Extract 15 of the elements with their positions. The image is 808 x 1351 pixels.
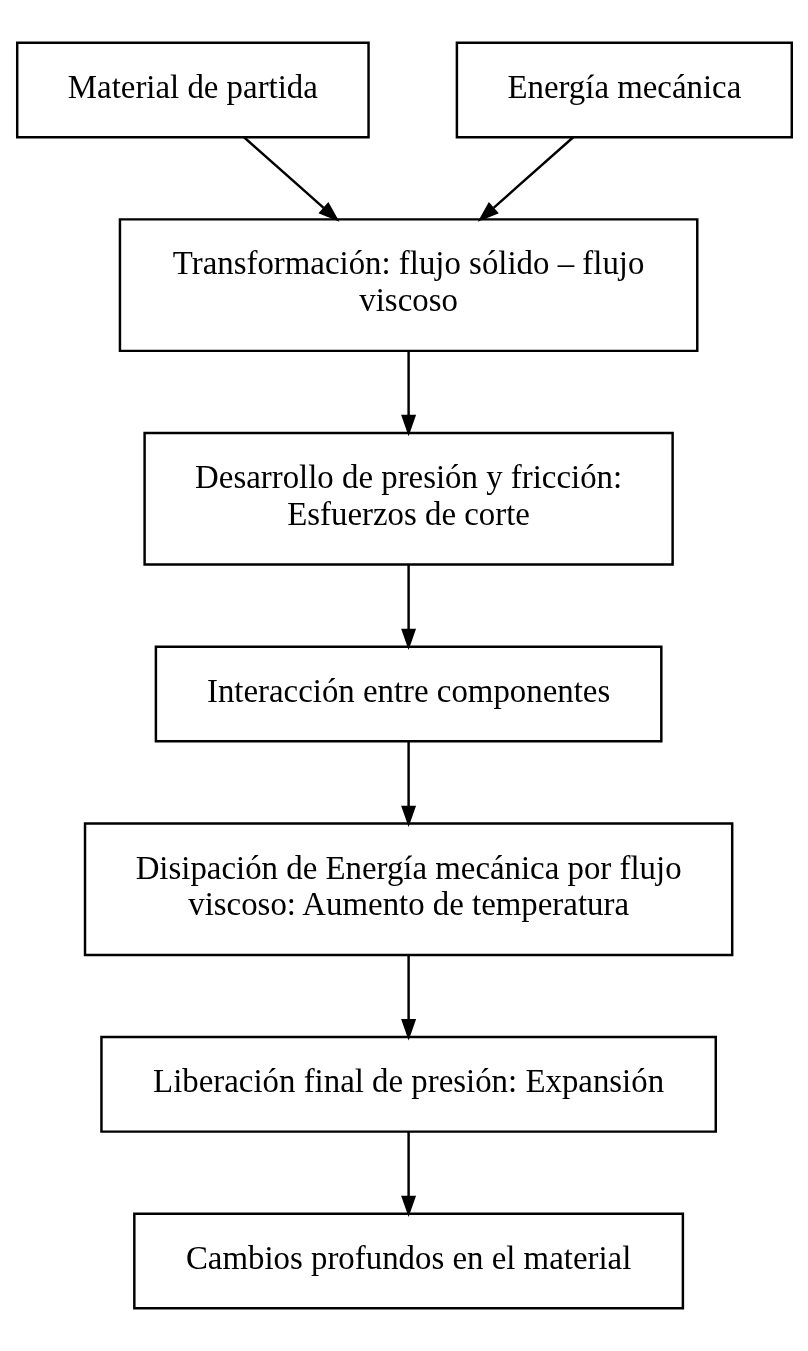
node-box: Liberación final de presión: Expansión — [99, 1035, 717, 1133]
arrow — [400, 741, 416, 828]
node-box: Cambios profundos en el material — [132, 1212, 684, 1310]
arrow — [400, 1131, 416, 1218]
arrow — [400, 351, 416, 437]
node-box: Interacción entre componentes — [154, 645, 663, 743]
node-box: Energía mecánica — [455, 41, 793, 139]
arrow — [477, 136, 574, 222]
node-box: Disipación de Energía mecánica por flujo viscoso: Aumento de temperatura — [83, 822, 733, 957]
arrow — [242, 136, 339, 222]
node-box: Desarrollo de presión y fricción: Esfuerzos de corte — [142, 431, 674, 566]
arrow — [400, 955, 416, 1041]
node-box: Material de partida — [15, 41, 370, 139]
arrow — [400, 565, 416, 651]
node-box: Transformación: flujo sólido – flujo viscoso — [118, 218, 698, 353]
